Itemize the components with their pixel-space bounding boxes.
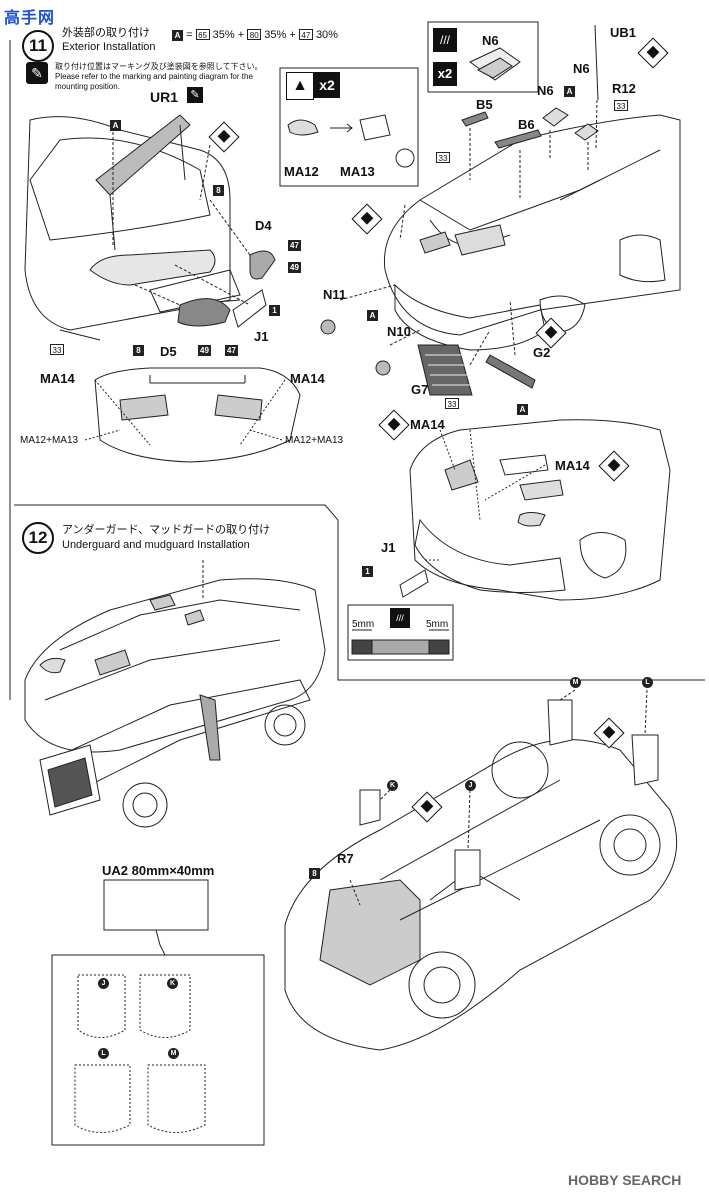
mix-plus-2: + [289,29,296,41]
code-33-b5: 33 [436,152,450,163]
watermark-text: 高手网 [4,10,56,27]
label-ur1: UR1 [150,89,179,105]
x2-badge-a: x2 [314,72,340,98]
label-5mm-right: 5mm [426,619,449,630]
label-d5: D5 [160,344,177,359]
label-n10: N10 [387,324,411,339]
step-11-title-en: Exterior Installation [62,41,156,53]
label-ma12-ma13-left: MA12+MA13 [20,435,79,446]
label-ua2: UA2 80mm×40mm [102,863,215,878]
label-5mm-left: 5mm [352,619,375,630]
label-b6: B6 [518,117,535,132]
marker-m-car: M [570,677,581,688]
step-11-title-jp: 外装部の取り付け [62,27,150,39]
ur1-paint-icon: ✎ [187,87,203,103]
note-en-2: mounting position. [55,82,120,91]
label-ma14-front-1: MA14 [410,417,445,432]
mix-pct-2: 35% [264,29,287,41]
code-8-lower: 8 [133,345,144,356]
code-1-front: 1 [362,566,373,577]
stripe-decal-icon: /// [433,28,457,52]
code-33-rear: 33 [50,344,64,355]
step-12-title-jp: アンダーガード、マッドガードの取り付け [62,524,271,536]
marker-j-template: J [98,978,109,989]
watermark-logo: 高手网 [0,0,70,27]
code-33-g7: 33 [445,398,459,409]
label-g7: G7 [411,382,429,397]
code-a-n10: A [367,310,378,321]
code-33-r12: 33 [614,100,628,111]
code-47-d5: 47 [225,345,238,356]
label-r7: R7 [337,851,354,866]
label-n11: N11 [323,287,347,302]
label-d4: D4 [255,218,272,233]
label-ma12: MA12 [284,164,319,179]
label-ma13: MA13 [340,164,375,179]
marker-k-template: K [167,978,178,989]
code-49-d5: 49 [198,345,211,356]
step-12-badge: 12 [22,522,54,554]
label-ma14-left: MA14 [40,371,75,386]
note-jp: 取り付け位置はマーキング及び塗装図を参照して下さい。 [55,62,263,71]
code-a-g2: A [517,404,528,415]
note-en-1: Please refer to the marking and painting… [55,72,253,81]
step-11-badge: 11 [22,30,54,62]
mix-equals: = [186,29,193,41]
code-47-d4: 47 [288,240,301,251]
mix-pct-1: 35% [212,29,235,41]
code-8-upper: 8 [213,185,224,196]
code-49-d4: 49 [288,262,301,273]
marker-l-car: L [642,677,653,688]
paint-brush-icon: ✎ [26,62,48,84]
code-1-j1: 1 [269,305,280,316]
hobby-search-text: HOBBY SEARCH [568,1172,682,1188]
marker-k-car: K [387,780,398,791]
x2-badge-b: x2 [433,62,457,86]
step-12-title-en: Underguard and mudguard Installation [62,539,250,551]
label-j1: J1 [254,329,269,344]
hobby-search-logo: HOBBY SEARCH [568,1172,681,1188]
label-n6-b: N6 [537,83,554,98]
label-ub1: UB1 [610,25,637,40]
mix-code-2: 80 [247,29,262,40]
label-n6-box: N6 [482,33,499,48]
code-a-ur1: A [110,120,121,131]
label-b5: B5 [476,97,493,112]
marker-m-template: M [168,1048,179,1059]
mix-letter-a: A [172,30,183,41]
decal-arrow-icon: ▲ [286,72,314,100]
mix-code-3: 47 [298,29,313,40]
marker-l-template: L [98,1048,109,1059]
label-n6-a: N6 [573,61,590,76]
label-ma12-ma13-right: MA12+MA13 [285,435,344,446]
mix-pct-3: 30% [315,29,338,41]
label-ma14-right: MA14 [290,371,325,386]
label-r12: R12 [612,81,636,96]
label-g2: G2 [533,345,551,360]
marker-j-car: J [465,780,476,791]
mix-plus-1: + [237,29,245,41]
mix-code-1: 65 [195,29,210,40]
label-ma14-front-2: MA14 [555,458,590,473]
code-8-r7: 8 [309,868,320,879]
code-a-n6: A [564,86,575,97]
paint-mix-formula: A = 65 35% + 80 35% + 47 30% [172,29,338,43]
stripe-decal-icon: /// [390,608,410,628]
label-j1-front: J1 [381,540,396,555]
